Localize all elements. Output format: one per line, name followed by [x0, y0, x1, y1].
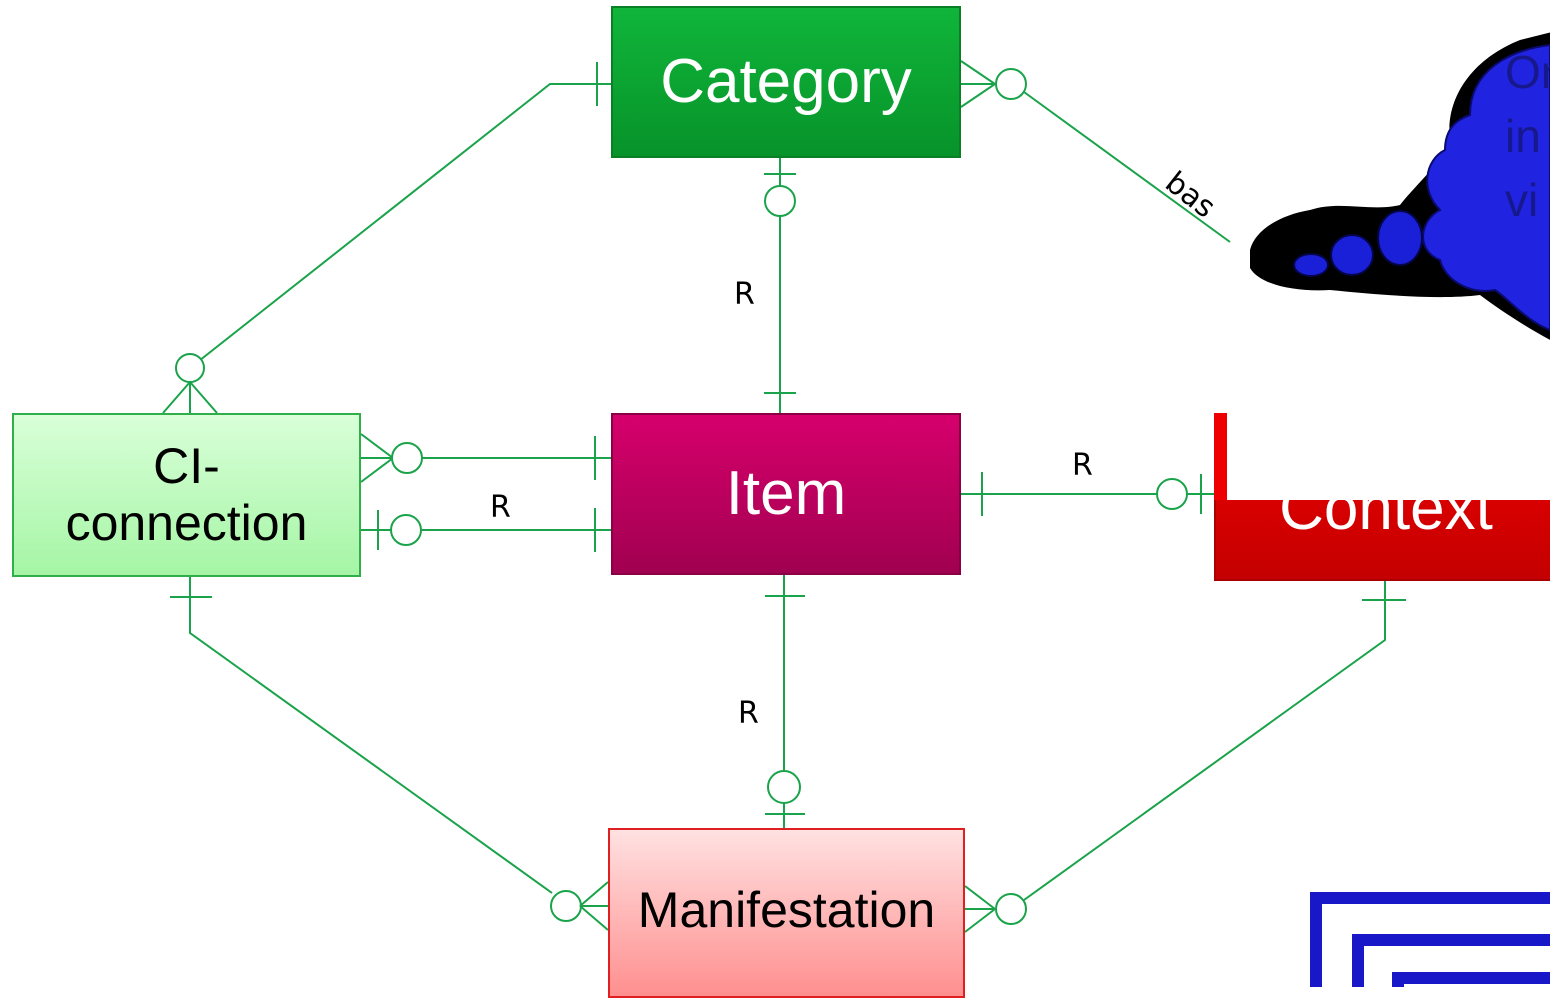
- label-category-item: R: [734, 277, 755, 312]
- ci-item-relationship-2: [361, 508, 611, 552]
- category-context-relationship: [960, 60, 1231, 243]
- entity-item-label: Item: [725, 459, 847, 529]
- entity-ci-connection[interactable]: CI- connection: [12, 413, 361, 577]
- label-item-manifestation: R: [738, 696, 759, 731]
- entity-category-label: Category: [660, 47, 912, 117]
- ci-item-relationship-1: [360, 433, 611, 483]
- ci-manifestation-relationship: [170, 577, 609, 931]
- entity-ci-connection-label: CI- connection: [65, 437, 308, 552]
- item-manifestation-relationship: [765, 575, 805, 828]
- category-ci-relationship: [162, 62, 611, 414]
- item-context-relationship: [961, 472, 1214, 516]
- entity-manifestation[interactable]: Manifestation: [608, 828, 965, 998]
- callout-line-3: vi: [1505, 174, 1539, 226]
- manifestation-context-relationship: [964, 577, 1406, 933]
- context-overlay: [1227, 413, 1550, 500]
- thought-cloud-callout: [1250, 32, 1550, 340]
- callout-line-2: in: [1505, 110, 1541, 162]
- label-ci-item: R: [490, 490, 511, 525]
- category-item-relationship: [764, 158, 796, 413]
- label-item-context: R: [1072, 448, 1093, 483]
- entity-category[interactable]: Category: [611, 6, 961, 158]
- entity-manifestation-label: Manifestation: [637, 882, 936, 938]
- callout-line-1: Or: [1505, 46, 1550, 98]
- entity-item[interactable]: Item: [611, 413, 961, 575]
- callout-text: Or in vi: [1505, 40, 1550, 232]
- corner-frame-graphic: [1310, 892, 1550, 987]
- context-overlay-bar: [1214, 413, 1227, 500]
